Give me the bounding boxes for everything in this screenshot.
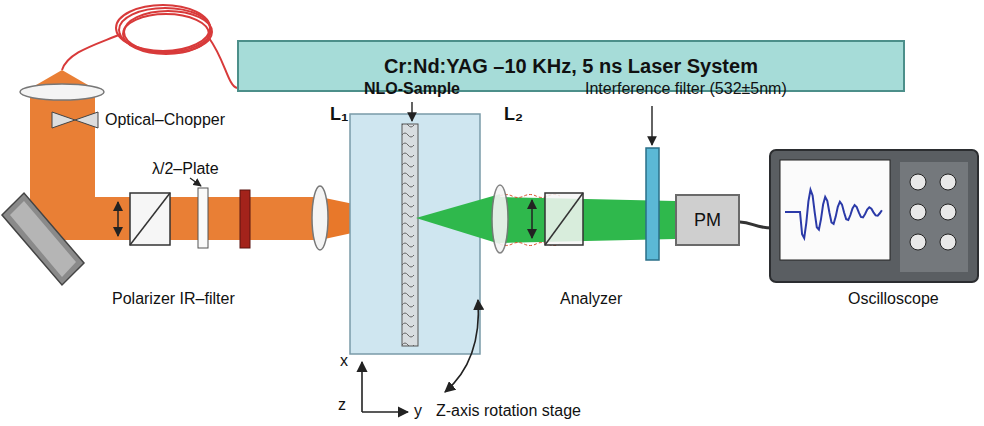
- node-text: Cr:Nd:YAG –10 KHz, 5 ns Laser System: [384, 55, 758, 78]
- interference-filter: [646, 148, 659, 260]
- analyzer: [545, 193, 583, 245]
- part-label: Z-axis rotation stage: [436, 402, 581, 420]
- axis-label: y: [414, 402, 422, 420]
- oscilloscope-knobs: [910, 174, 956, 250]
- drawing-part: [770, 150, 978, 282]
- drawing-part: [940, 234, 956, 250]
- drawing-part: [910, 174, 926, 190]
- lens-l2: [492, 185, 508, 253]
- nlo-sample: [402, 124, 418, 346]
- ir-filter: [240, 190, 250, 248]
- rotation-arrow: [445, 300, 478, 392]
- mirror: [2, 193, 84, 285]
- drawing-part: [130, 193, 170, 245]
- drawing-part: [780, 160, 890, 260]
- photomultiplier-box: PM: [675, 194, 740, 246]
- axis-label: x: [340, 352, 348, 370]
- leader-line: [651, 106, 652, 145]
- drawing-part: [209, 38, 237, 88]
- drawing-part: [545, 193, 583, 245]
- drawing-part: [545, 193, 583, 245]
- part-label: Polarizer IR–filter: [112, 290, 235, 308]
- leader-line: [411, 102, 412, 121]
- part-label: λ/2–Plate: [152, 160, 219, 178]
- fiber-coil: [62, 5, 237, 88]
- axis-label: z: [338, 396, 346, 414]
- drawing-part: [940, 204, 956, 220]
- green-cone: [416, 194, 500, 244]
- polarizer: [130, 193, 170, 245]
- sample-cell: [350, 114, 480, 354]
- lens-label: L₂: [504, 104, 523, 125]
- drawing-part: [75, 112, 98, 128]
- drawing-part: [900, 162, 968, 272]
- lens-l1: [312, 186, 328, 250]
- collimating-lens: [20, 84, 104, 100]
- drawing-part: [10, 201, 76, 277]
- axis-y: [362, 411, 408, 413]
- drawing-part: [910, 204, 926, 220]
- drawing-part: [940, 174, 956, 190]
- drawing-part: [130, 193, 170, 245]
- leader-line: [190, 178, 201, 186]
- drawing-part: [2, 193, 84, 285]
- drawing-part: [910, 234, 926, 250]
- axis-x: [361, 362, 363, 412]
- drawing-part: [785, 190, 882, 238]
- node-text: PM: [694, 210, 721, 231]
- oscilloscope-figure: [770, 150, 978, 282]
- drawing-part: [123, 14, 209, 54]
- half-wave-plate: [198, 188, 208, 248]
- part-label: Optical–Chopper: [105, 111, 225, 129]
- part-label: Analyzer: [560, 290, 622, 308]
- drawing-part: [52, 112, 75, 128]
- part-label: Oscilloscope: [848, 290, 939, 308]
- drawing-part: [62, 34, 121, 70]
- part-label: Interference filter (532±5nm): [585, 80, 787, 98]
- polarization-arrow: [531, 200, 533, 238]
- part-label: NLO-Sample: [364, 80, 460, 98]
- polarization-arrow: [117, 202, 119, 236]
- lens-label: L₁: [330, 104, 348, 125]
- signal-cable: [740, 222, 772, 228]
- chopper-symbol: [52, 112, 98, 128]
- laser-system-box: Cr:Nd:YAG –10 KHz, 5 ns Laser System: [237, 40, 905, 92]
